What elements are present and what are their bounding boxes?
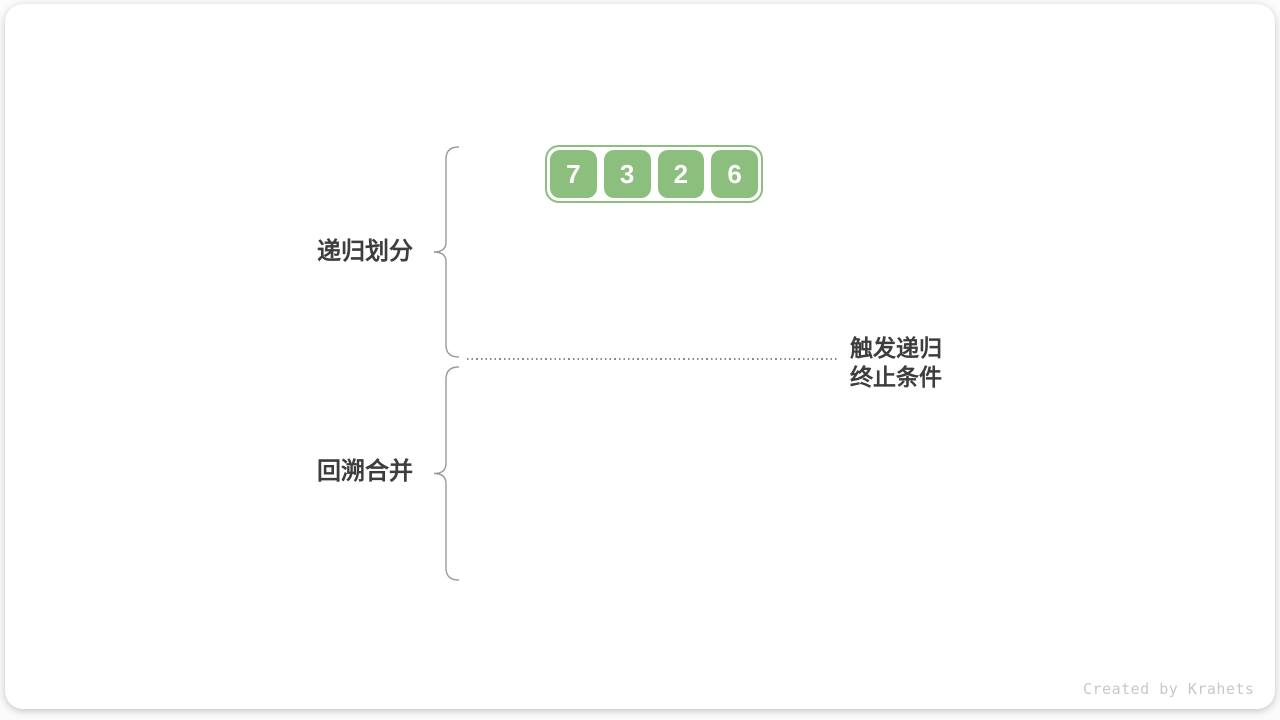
termination-label-line1: 触发递归: [850, 335, 942, 361]
termination-label: 触发递归 终止条件: [850, 334, 942, 392]
termination-dotted-line: [467, 358, 837, 360]
watermark: Created by Krahets: [1083, 680, 1255, 698]
array-cell: 7: [550, 150, 597, 198]
curly-brace-icon: [433, 146, 460, 358]
array-cell: 3: [603, 150, 651, 198]
termination-label-line2: 终止条件: [850, 364, 942, 390]
curly-brace-icon: [433, 366, 460, 581]
array-cell: 2: [657, 150, 705, 198]
array-frame: 7 3 2 6: [545, 145, 763, 203]
array-cell: 6: [711, 150, 758, 198]
diagram-canvas: 7 3 2 6 递归划分 触发递归 终止条件 回溯合并 Created by K…: [5, 4, 1275, 709]
merge-phase-label: 回溯合并: [317, 458, 413, 485]
divide-phase-label: 递归划分: [317, 238, 413, 265]
